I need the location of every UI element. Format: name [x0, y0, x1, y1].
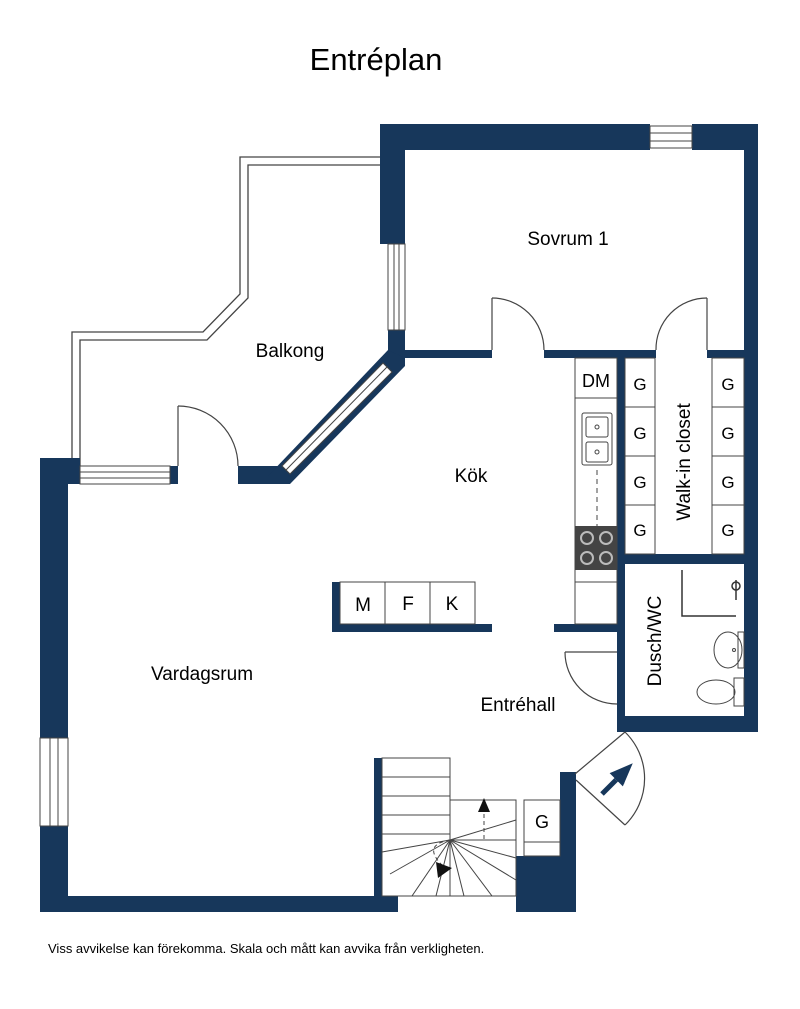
room-label-sovrum: Sovrum 1 [527, 229, 608, 250]
doors [177, 297, 708, 826]
room-label-entrehall: Entréhall [481, 695, 556, 716]
stair-arrow-icon [436, 798, 490, 878]
storage-cabinet [523, 799, 561, 857]
kitchen-counter [574, 357, 618, 625]
closet-label-g: G [721, 473, 734, 492]
closet-label-g: G [633, 424, 646, 443]
page-title: Entréplan [309, 42, 443, 77]
room-label-kok: Kök [455, 466, 488, 487]
closet-label-g: G [721, 375, 734, 394]
hall-storage-label: G [535, 812, 549, 832]
staircase [381, 757, 517, 897]
closet-label-g: G [721, 424, 734, 443]
stove-icon [575, 526, 617, 570]
entrance-arrow-icon [600, 763, 633, 796]
balcony-railing [71, 156, 388, 466]
closet-label-g: G [633, 473, 646, 492]
windows [39, 125, 693, 827]
toilet-icon [696, 677, 745, 707]
closet-shelves [624, 357, 745, 555]
freezer-label: F [402, 594, 414, 615]
shower-icon [681, 570, 741, 617]
fridge-label: M [355, 595, 371, 616]
room-label-balkong: Balkong [256, 341, 325, 362]
appliance-row [339, 581, 476, 625]
room-label-walkin: Walk-in closet [674, 403, 695, 521]
room-label-dusch: Dusch/WC [645, 596, 666, 687]
room-label-vardagsrum: Vardagsrum [151, 664, 253, 685]
dishwasher-label: DM [582, 371, 610, 391]
closet-label-g: G [721, 521, 734, 540]
closet-label-g: G [633, 375, 646, 394]
disclaimer-footnote: Viss avvikelse kan förekomma. Skala och … [48, 941, 485, 956]
closet-label-g: G [633, 521, 646, 540]
walls [40, 124, 758, 912]
sink-icon [713, 631, 745, 669]
cupboard-label: K [446, 594, 459, 615]
